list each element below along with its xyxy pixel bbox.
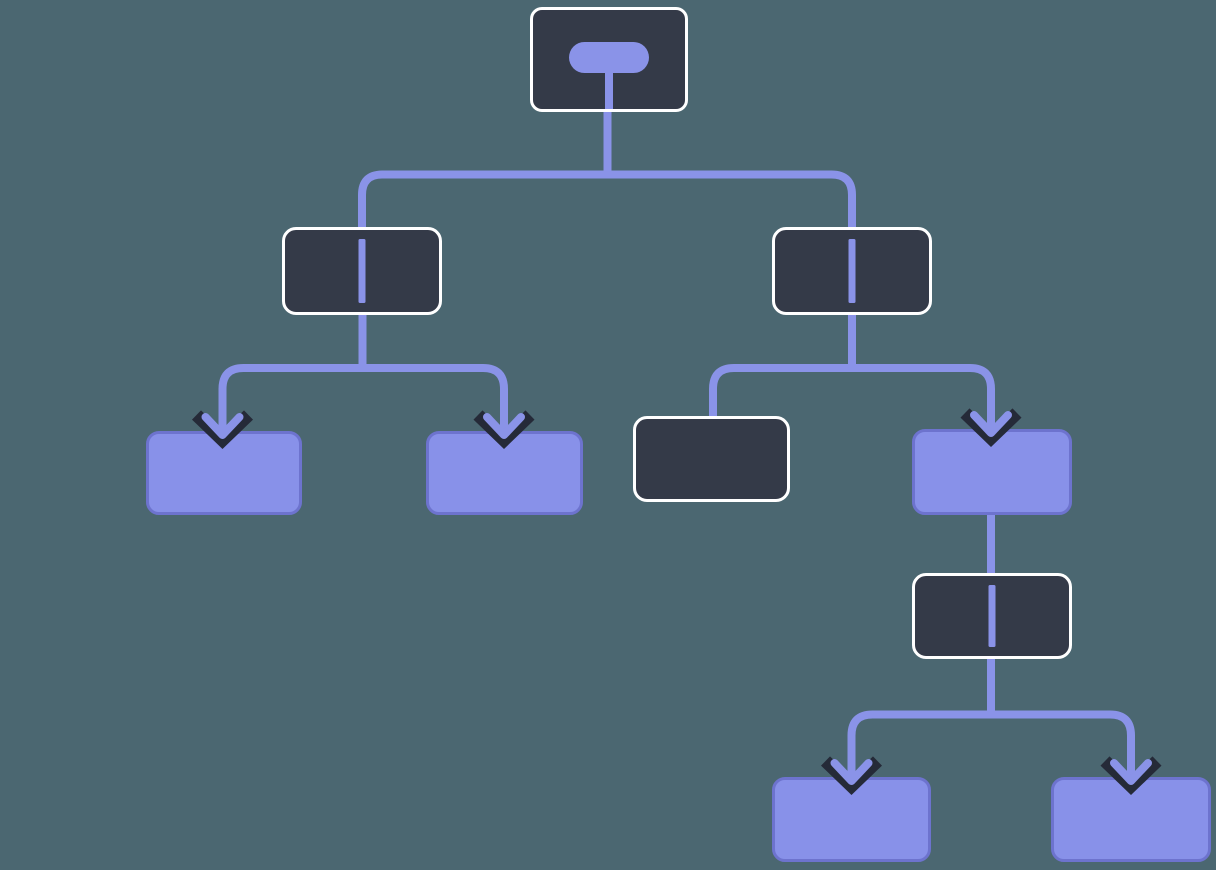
leaf-node-2[interactable] xyxy=(426,431,583,515)
edge-rail-bottom-subtree xyxy=(847,710,1135,752)
leaf-node-1[interactable] xyxy=(146,431,302,515)
plain-dark-node[interactable] xyxy=(633,416,790,502)
vertical-line-icon xyxy=(358,239,366,303)
branch-node-right[interactable] xyxy=(772,227,932,315)
root-node[interactable] xyxy=(530,7,688,112)
edge-rail-level1 xyxy=(358,170,856,231)
pill-stem-icon xyxy=(605,66,613,109)
branch-node-left[interactable] xyxy=(282,227,442,315)
target-node[interactable] xyxy=(912,429,1072,515)
edge-rail-right-subtree xyxy=(709,364,995,420)
edge-rail-left-subtree xyxy=(218,364,508,406)
vertical-line-icon xyxy=(848,239,856,303)
leaf-node-3[interactable] xyxy=(772,777,931,862)
vertical-line-icon xyxy=(988,585,996,647)
leaf-node-4[interactable] xyxy=(1051,777,1211,862)
branch-node-lower[interactable] xyxy=(912,573,1072,659)
